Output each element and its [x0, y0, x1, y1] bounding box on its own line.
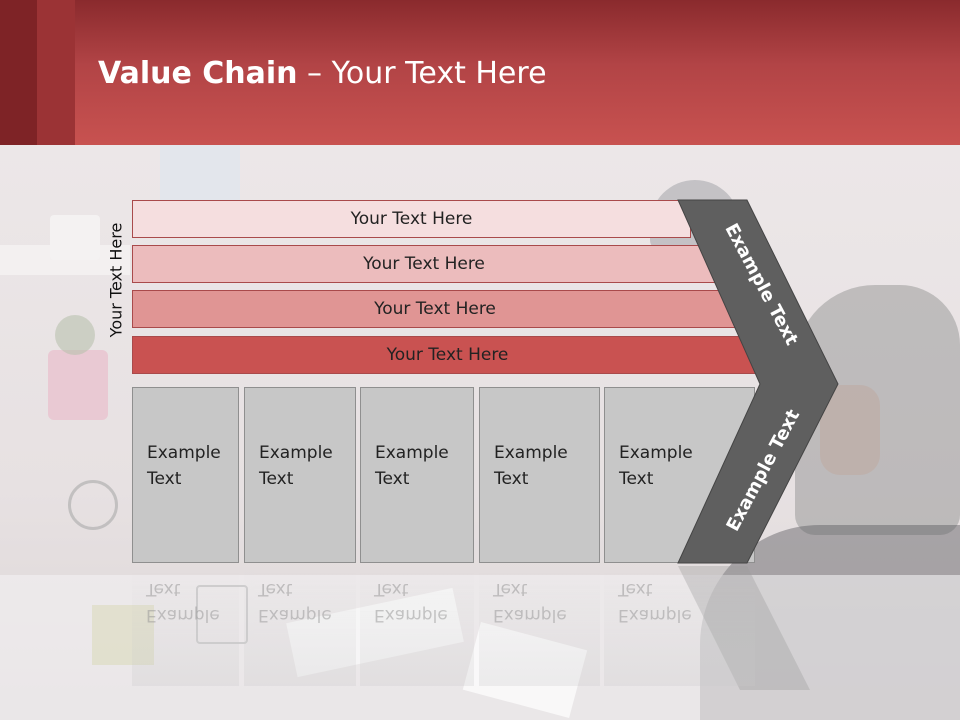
reflection-line: Text: [258, 579, 293, 599]
slide-title: Value Chain – Your Text Here: [98, 52, 547, 96]
reflection-line: Text: [374, 579, 409, 599]
band-label: Your Text Here: [374, 299, 496, 319]
box-reflection: Example Text: [604, 566, 755, 686]
value-band-2: Your Text Here: [132, 245, 716, 283]
activity-box-5: Example Text: [604, 387, 755, 563]
value-band-1: Your Text Here: [132, 200, 691, 238]
band-label: Your Text Here: [363, 254, 485, 274]
value-band-3: Your Text Here: [132, 290, 738, 328]
box-reflection: Example Text: [360, 566, 474, 686]
box-line: Text: [147, 469, 182, 489]
header-stripe: [0, 0, 37, 145]
box-reflection: Example Text: [132, 566, 239, 686]
activity-box-1: Example Text: [132, 387, 239, 563]
box-reflection: Example Text: [479, 566, 600, 686]
reflection-line: Example: [618, 605, 692, 625]
box-line: Example: [375, 443, 449, 463]
box-line: Text: [259, 469, 294, 489]
box-line: Text: [494, 469, 529, 489]
box-line: Example: [494, 443, 568, 463]
reflection-line: Example: [374, 605, 448, 625]
box-line: Example: [619, 443, 693, 463]
activity-box-3: Example Text: [360, 387, 474, 563]
box-line: Text: [619, 469, 654, 489]
activity-box-4: Example Text: [479, 387, 600, 563]
reflection-line: Text: [493, 579, 528, 599]
title-bold: Value Chain: [98, 56, 298, 91]
header-stripe: [37, 0, 75, 145]
band-label: Your Text Here: [386, 345, 509, 365]
reflection-line: Example: [258, 605, 332, 625]
box-line: Example: [147, 443, 221, 463]
slide-header: Value Chain – Your Text Here: [0, 0, 960, 145]
reflection-line: Text: [618, 579, 653, 599]
box-line: Text: [375, 469, 410, 489]
band-label: Your Text Here: [350, 209, 473, 229]
reflection-line: Example: [146, 605, 220, 625]
title-rest: – Your Text Here: [297, 56, 547, 91]
vertical-label: Your Text Here: [103, 200, 129, 360]
value-band-4: Your Text Here: [132, 336, 763, 374]
box-line: Example: [259, 443, 333, 463]
activity-box-2: Example Text: [244, 387, 356, 563]
vertical-label-text: Your Text Here: [106, 222, 126, 338]
reflection-line: Example: [493, 605, 567, 625]
reflection-line: Text: [146, 579, 181, 599]
box-reflection: Example Text: [244, 566, 356, 686]
